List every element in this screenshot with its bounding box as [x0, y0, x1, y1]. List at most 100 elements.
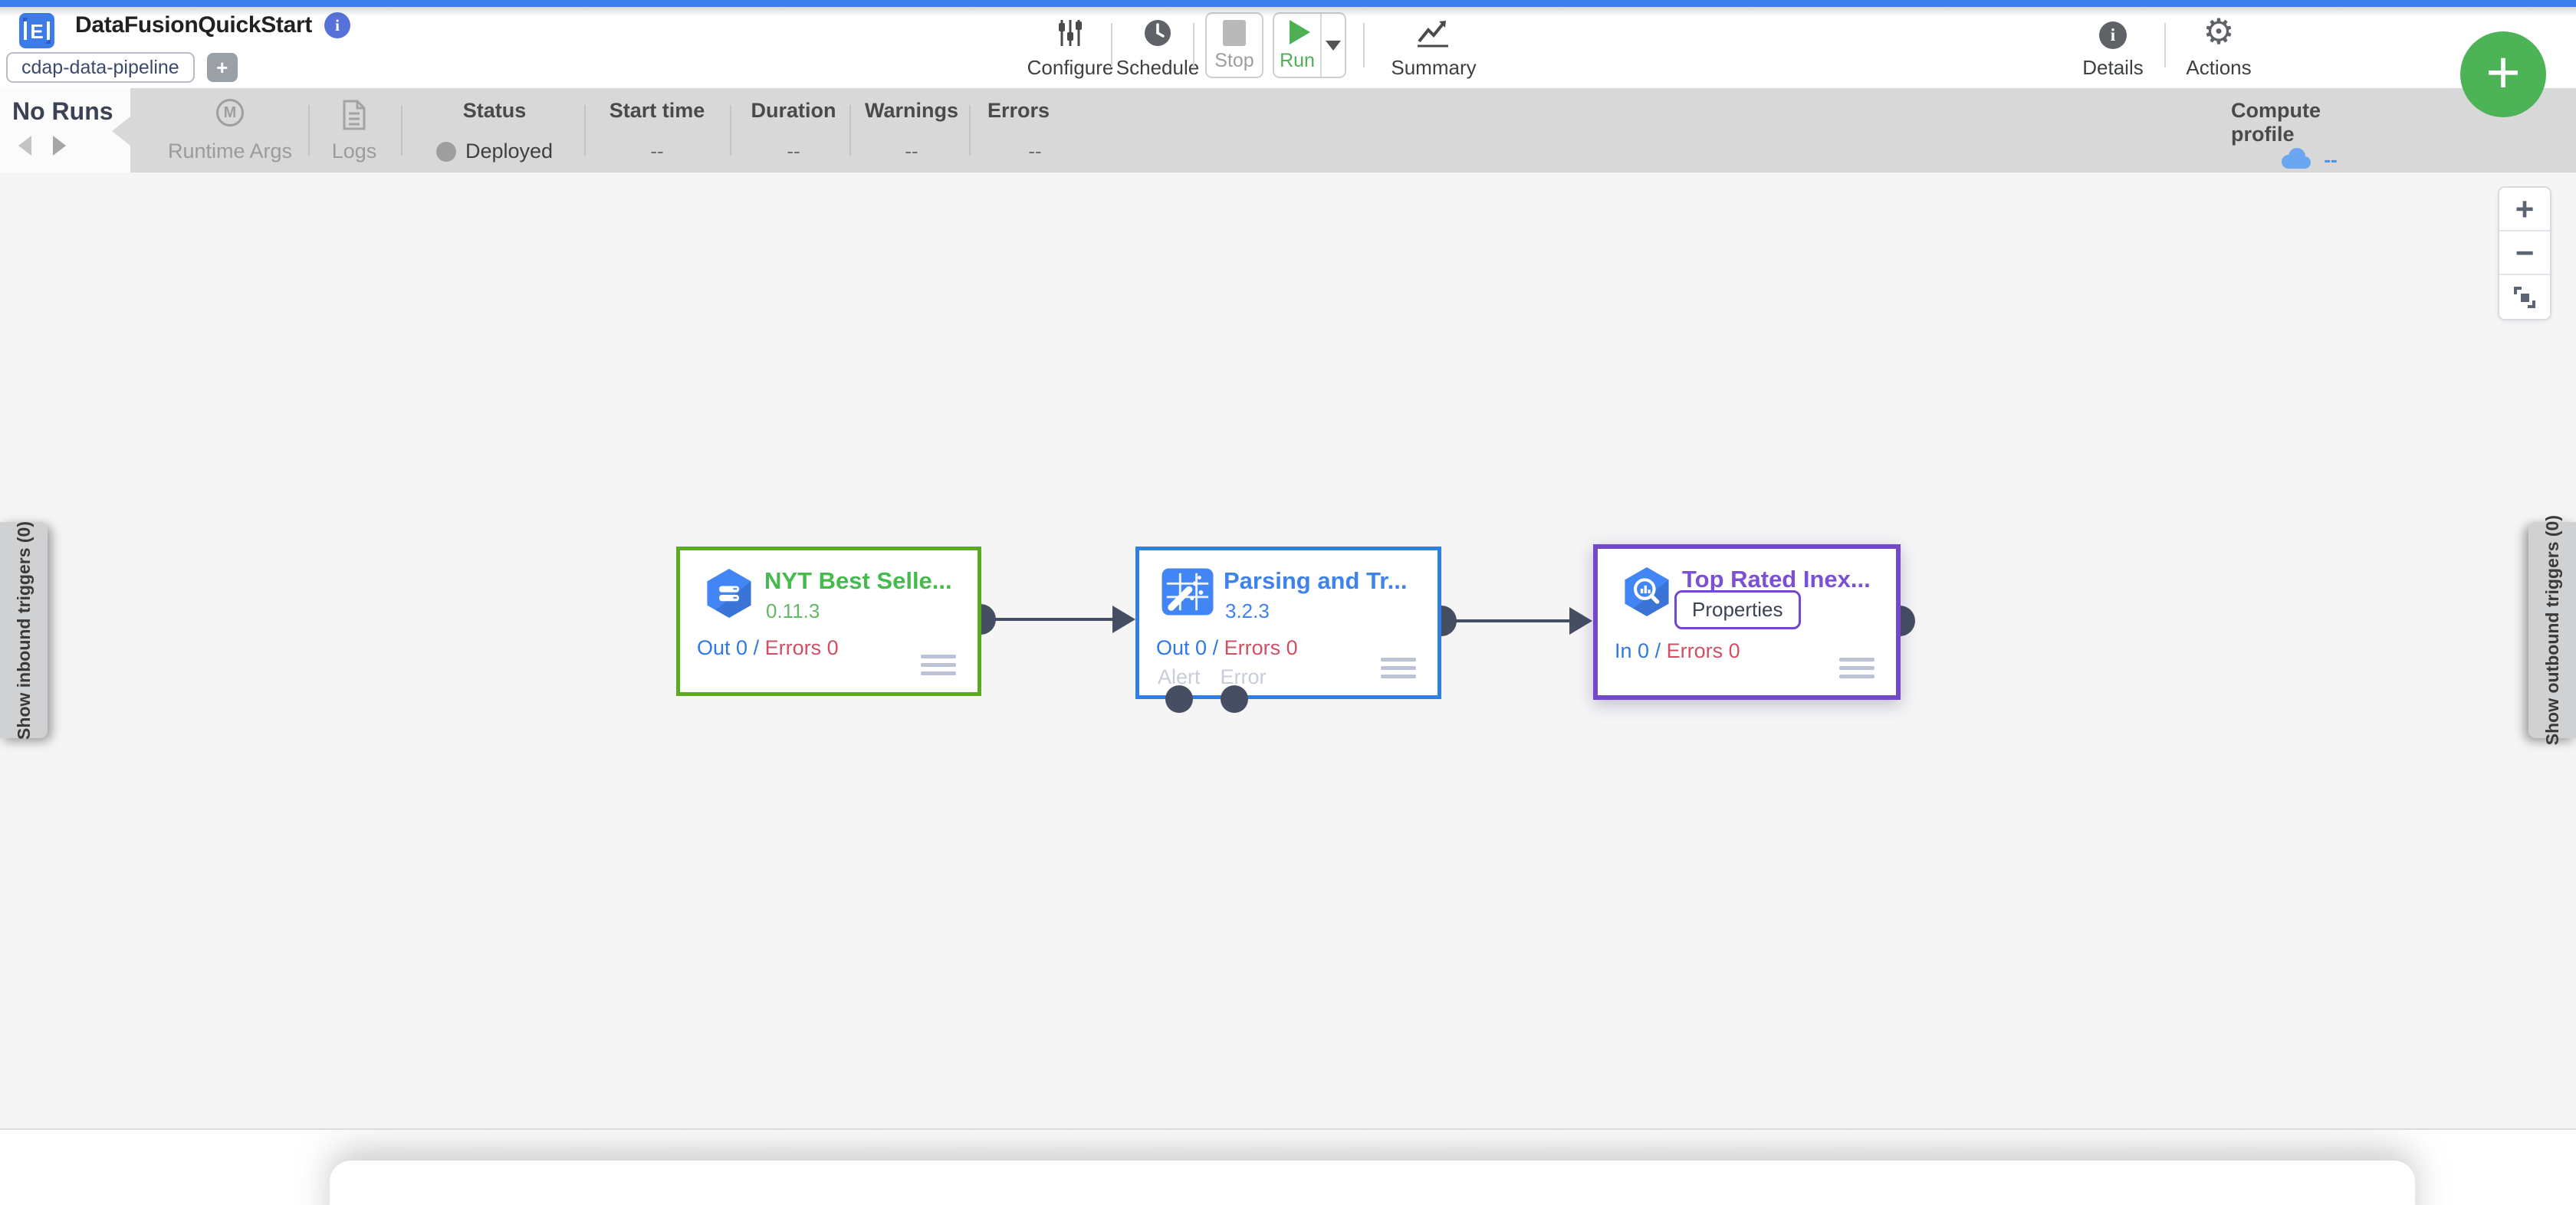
duration-header: Duration: [751, 99, 836, 122]
toolbar-divider: [2164, 23, 2166, 67]
run-button[interactable]: Run: [1274, 14, 1322, 77]
add-entity-button[interactable]: +: [2460, 31, 2546, 117]
cloud-icon: [2278, 146, 2313, 173]
in-records-link[interactable]: In 0: [1615, 639, 1650, 662]
stop-square-icon: [1223, 20, 1246, 46]
pipeline-node-transform[interactable]: Parsing and Tr... 3.2.3 Out 0 / Errors 0…: [1135, 547, 1441, 699]
run-label: Run: [1280, 50, 1315, 71]
outbound-triggers-label: Show outbound triggers (0): [2542, 514, 2562, 746]
next-run-icon[interactable]: [53, 136, 66, 156]
inbound-triggers-label: Show inbound triggers (0): [13, 520, 34, 740]
runs-bar-divider: [308, 105, 310, 156]
connection-line-1-2: [989, 618, 1113, 621]
pipeline-type-tag: cdap-data-pipeline: [6, 52, 195, 83]
svg-text:E: E: [30, 20, 43, 43]
node-version: 0.11.3: [766, 599, 820, 622]
node-metrics[interactable]: In 0 / Errors 0: [1615, 639, 1740, 662]
pipeline-node-source[interactable]: NYT Best Selle... 0.11.3 Out 0 / Errors …: [676, 547, 981, 696]
node-menu-icon[interactable]: [1381, 658, 1416, 678]
node-metrics[interactable]: Out 0 / Errors 0: [697, 636, 839, 659]
pipeline-canvas[interactable]: + − Show inbound triggers (0) Show outbo…: [0, 172, 2576, 1128]
bottom-drawer-shadow: [330, 1161, 2415, 1205]
alert-port[interactable]: [1165, 685, 1193, 713]
configure-button[interactable]: Configure: [1017, 14, 1124, 80]
node-menu-icon[interactable]: [921, 655, 956, 675]
errors-cell: Errors --: [975, 99, 1083, 163]
status-value: Deployed: [465, 140, 554, 163]
plus-icon: +: [2486, 38, 2521, 106]
configure-label: Configure: [1027, 56, 1114, 79]
node-title[interactable]: Top Rated Inex...: [1682, 566, 1871, 593]
duration-cell: Duration --: [738, 99, 849, 163]
previous-run-icon[interactable]: [18, 136, 31, 156]
out-records-link[interactable]: Out 0: [1156, 636, 1208, 659]
node-title[interactable]: Parsing and Tr...: [1224, 567, 1408, 594]
node-metrics[interactable]: Out 0 / Errors 0: [1156, 636, 1298, 659]
error-port[interactable]: [1221, 685, 1248, 713]
zoom-out-button[interactable]: −: [2499, 231, 2550, 275]
runs-bar: No Runs M Runtime Args Logs: [0, 88, 2576, 172]
stop-label: Stop: [1214, 50, 1254, 71]
error-port-label: Error: [1220, 665, 1267, 688]
info-icon: i: [2099, 14, 2127, 49]
start-time-cell: Start time --: [592, 99, 722, 163]
summary-button[interactable]: Summary: [1380, 14, 1487, 80]
details-button[interactable]: i Details: [2059, 14, 2167, 80]
bottom-strip: [0, 1128, 2576, 1205]
compute-profile-cell[interactable]: Compute profile --: [2231, 99, 2384, 171]
bigquery-sink-plugin-icon: [1619, 566, 1674, 622]
pipeline-node-sink[interactable]: Top Rated Inex... Properties In 0 / Erro…: [1593, 544, 1901, 700]
runs-bar-divider: [730, 105, 731, 156]
header: E DataFusionQuickStart i cdap-data-pipel…: [0, 0, 2576, 88]
gear-icon: ⚙: [2203, 11, 2235, 51]
start-time-value: --: [650, 140, 664, 163]
connection-arrowhead-1-2: [1112, 606, 1135, 633]
duration-value: --: [787, 140, 800, 163]
run-split-button: Run: [1273, 12, 1346, 78]
runs-selector: No Runs: [0, 88, 130, 172]
logs-button[interactable]: Logs: [320, 99, 389, 163]
zoom-in-button[interactable]: +: [2499, 188, 2550, 231]
summary-label: Summary: [1391, 56, 1477, 79]
errors-link[interactable]: Errors 0: [764, 636, 839, 659]
errors-link[interactable]: Errors 0: [1666, 639, 1740, 662]
compute-profile-header: Compute profile: [2231, 99, 2321, 146]
node-version: 3.2.3: [1225, 599, 1270, 622]
connection-line-2-3: [1450, 619, 1570, 622]
warnings-value: --: [905, 140, 918, 163]
fit-to-screen-icon: [2514, 286, 2535, 308]
details-label: Details: [2082, 56, 2144, 79]
alert-port-label: Alert: [1158, 665, 1201, 688]
add-tag-button[interactable]: +: [206, 53, 238, 82]
fit-to-screen-button[interactable]: [2499, 275, 2550, 319]
show-outbound-triggers-tab[interactable]: Show outbound triggers (0): [2528, 515, 2576, 745]
caret-down-icon: [1326, 40, 1341, 51]
out-records-link[interactable]: Out 0: [697, 636, 748, 659]
start-time-header: Start time: [609, 99, 705, 122]
clock-icon: [1142, 14, 1174, 49]
pipeline-info-icon[interactable]: i: [324, 12, 351, 38]
runtime-args-button[interactable]: M Runtime Args: [161, 99, 299, 163]
sliders-icon: [1054, 14, 1086, 49]
schedule-button[interactable]: Schedule: [1104, 14, 1211, 80]
errors-value: --: [1028, 140, 1042, 163]
gcs-source-plugin-icon: [702, 567, 757, 623]
runs-tab-notch: [112, 117, 130, 146]
warnings-header: Warnings: [864, 99, 958, 122]
compute-profile-value: --: [2324, 148, 2338, 171]
actions-button[interactable]: ⚙ Actions: [2165, 14, 2272, 80]
schedule-label: Schedule: [1116, 56, 1200, 79]
actions-label: Actions: [2186, 56, 2252, 79]
node-menu-icon[interactable]: [1839, 658, 1875, 678]
connection-arrowhead-2-3: [1569, 607, 1592, 635]
show-inbound-triggers-tab[interactable]: Show inbound triggers (0): [0, 520, 48, 740]
run-options-button[interactable]: [1322, 14, 1345, 77]
errors-link[interactable]: Errors 0: [1224, 636, 1298, 659]
stop-button[interactable]: Stop: [1205, 12, 1263, 78]
status-cell: Status Deployed: [418, 99, 571, 163]
node-title[interactable]: NYT Best Selle...: [764, 567, 952, 594]
node-properties-button[interactable]: Properties: [1674, 590, 1801, 629]
toolbar-divider: [1111, 23, 1112, 67]
runs-bar-divider: [849, 105, 851, 156]
